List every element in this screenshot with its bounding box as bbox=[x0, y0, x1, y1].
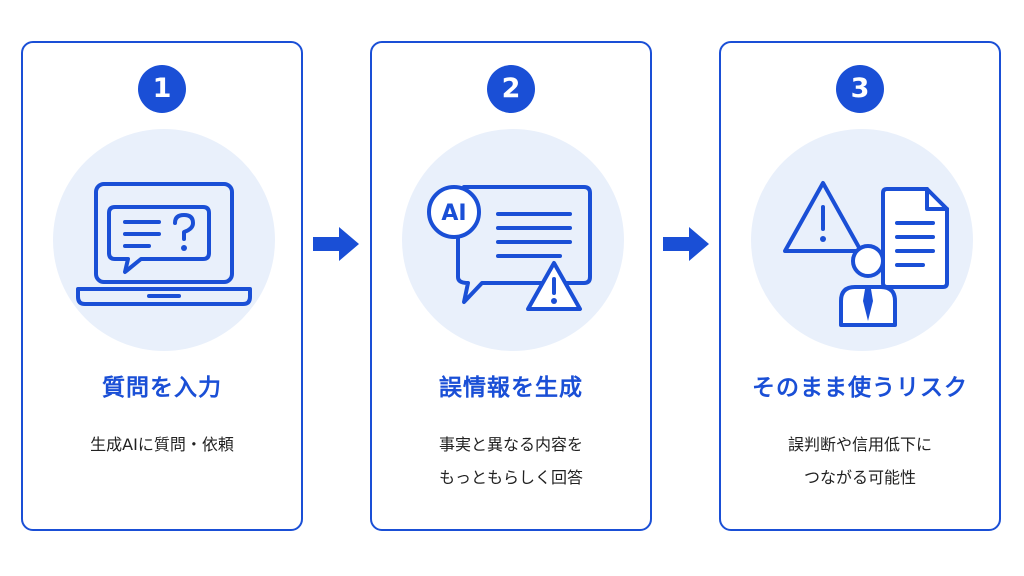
step-title: 質問を入力 bbox=[102, 375, 222, 401]
step-description: 事実と異なる内容を もっともらしく回答 bbox=[372, 428, 650, 494]
step-description: 誤判断や信用低下に つながる可能性 bbox=[721, 428, 999, 494]
arrow-right-icon bbox=[313, 227, 359, 261]
description-line: 誤判断や信用低下に bbox=[787, 435, 932, 454]
illustration-circle: AI bbox=[402, 129, 624, 351]
step-description: 生成AIに質問・依頼 bbox=[23, 428, 301, 461]
step-number-badge: 1 bbox=[138, 65, 186, 113]
step-card-2: 2 AI 誤情報を生成 事実と異なる内容を もっともらしく回答 bbox=[370, 41, 652, 531]
description-line: つながる可能性 bbox=[803, 468, 916, 487]
step-title: 誤情報を生成 bbox=[439, 375, 583, 401]
laptop-chat-question-icon bbox=[76, 182, 252, 306]
ai-chat-warning-icon: AI bbox=[427, 185, 592, 311]
step-card-3: 3 そのまま使うリスク 誤判断や信用低下に つながる可能性 bbox=[719, 41, 1001, 531]
arrow-right-icon bbox=[663, 227, 709, 261]
description-line: 生成AIに質問・依頼 bbox=[90, 435, 234, 454]
description-line: もっともらしく回答 bbox=[438, 468, 583, 487]
illustration-circle bbox=[751, 129, 973, 351]
step-number-badge: 2 bbox=[487, 65, 535, 113]
step-number-badge: 3 bbox=[836, 65, 884, 113]
description-line: 事実と異なる内容を bbox=[438, 435, 583, 454]
step-title: そのまま使うリスク bbox=[752, 375, 968, 401]
warning-person-document-icon bbox=[783, 181, 949, 327]
illustration-circle bbox=[53, 129, 275, 351]
step-card-1: 1 質問を入力 生成AIに質問・依頼 bbox=[21, 41, 303, 531]
ai-label: AI bbox=[441, 201, 466, 226]
